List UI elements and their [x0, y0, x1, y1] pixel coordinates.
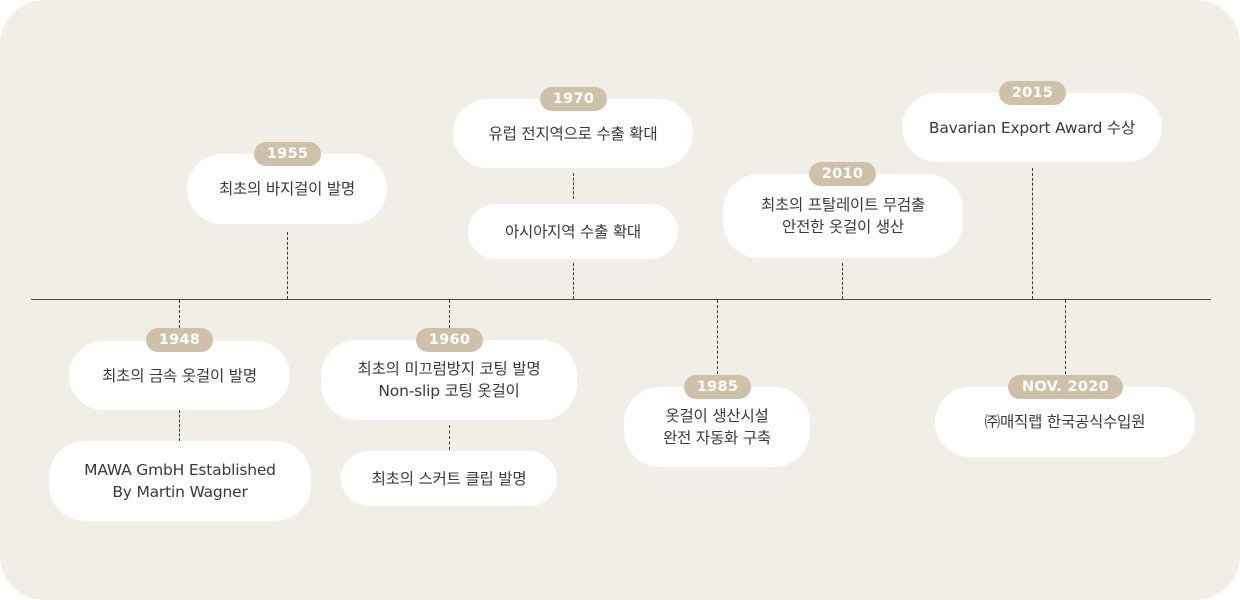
year-label: 1970: [552, 91, 595, 107]
connector-1948: [179, 300, 180, 328]
year-label: 1960: [428, 332, 471, 348]
connector-2015: [1032, 168, 1033, 299]
event-text: 옷걸이 생산시설 완전 자동화 구축: [663, 407, 771, 447]
year-badge-1948: 1948: [146, 328, 213, 352]
timeline-axis: [31, 299, 1211, 300]
year-badge-1970: 1970: [540, 87, 607, 111]
connector-1970: [573, 263, 574, 299]
year-label: NOV. 2020: [1021, 379, 1110, 395]
connector-1985: [717, 300, 718, 374]
event-text: 최초의 미끄럼방지 코팅 발명 Non-slip 코팅 옷걸이: [357, 360, 541, 400]
event-card-1948-1: 최초의 금속 옷걸이 발명: [69, 341, 290, 410]
connector-1955: [287, 232, 288, 299]
connector-1970-inner: [573, 173, 574, 199]
event-text: 최초의 금속 옷걸이 발명: [102, 366, 257, 385]
event-card-1985-1: 옷걸이 생산시설 완전 자동화 구축: [624, 387, 810, 467]
year-badge-2010: 2010: [809, 162, 876, 186]
event-text: 아시아지역 수출 확대: [505, 222, 641, 241]
event-text: Bavarian Export Award 수상: [928, 118, 1136, 137]
event-text: MAWA GmbH Established By Martin Wagner: [84, 461, 276, 501]
year-badge-nov2020: NOV. 2020: [1008, 375, 1123, 399]
connector-1960-inner: [449, 425, 450, 450]
event-text: 유럽 전지역으로 수출 확대: [488, 124, 658, 143]
event-card-1960-1: 최초의 미끄럼방지 코팅 발명 Non-slip 코팅 옷걸이: [321, 340, 577, 420]
event-card-2010-1: 최초의 프탈레이트 무검출 안전한 옷걸이 생산: [723, 174, 963, 258]
event-text: 최초의 스커트 클립 발명: [371, 469, 527, 488]
event-text: 최초의 프탈레이트 무검출 안전한 옷걸이 생산: [760, 196, 926, 236]
connector-1948-inner: [179, 410, 180, 441]
year-badge-2015: 2015: [999, 81, 1066, 105]
year-label: 2015: [1011, 85, 1054, 101]
year-label: 2010: [821, 166, 864, 182]
event-card-1960-2: 최초의 스커트 클립 발명: [341, 451, 557, 506]
connector-2010: [842, 263, 843, 299]
event-card-1970-2: 아시아지역 수출 확대: [468, 204, 678, 259]
year-label: 1948: [158, 332, 201, 348]
connector-1960: [449, 300, 450, 328]
connector-nov2020: [1065, 300, 1066, 374]
event-text: 최초의 바지걸이 발명: [219, 180, 355, 198]
year-badge-1960: 1960: [416, 328, 483, 352]
event-card-1948-2: MAWA GmbH Established By Martin Wagner: [49, 441, 311, 521]
year-badge-1985: 1985: [684, 375, 751, 399]
year-badge-1955: 1955: [254, 142, 321, 166]
year-label: 1955: [266, 146, 309, 162]
year-label: 1985: [696, 379, 739, 395]
event-text: ㈜매직랩 한국공식수입원: [984, 413, 1146, 431]
event-card-1955-1: 최초의 바지걸이 발명: [187, 154, 387, 224]
